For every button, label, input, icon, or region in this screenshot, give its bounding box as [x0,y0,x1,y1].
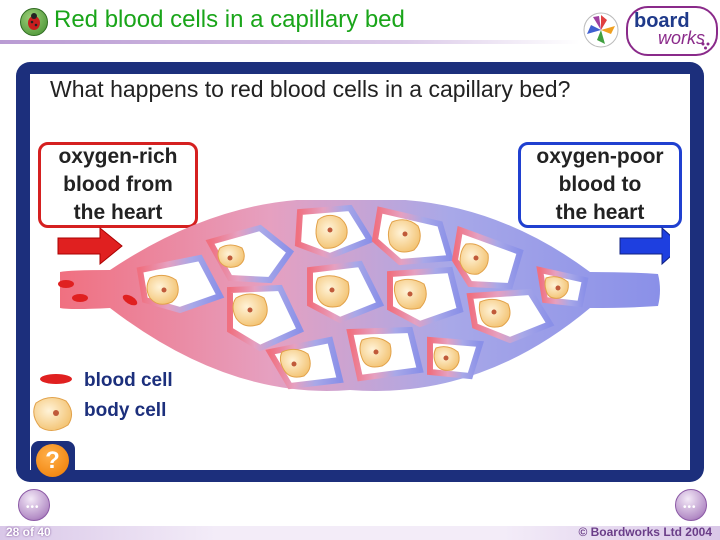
left-box-line-1: oxygen-rich [58,145,178,168]
blood-cell-legend-icon [40,374,72,384]
help-tab[interactable]: ? [31,441,75,481]
oxygen-poor-label-box: oxygen-poor blood to the heart [518,142,682,228]
previous-slide-button[interactable]: ••• [18,489,50,521]
cell-nuclei [161,227,561,367]
pinwheel-logo-icon [583,12,619,48]
previous-dots-icon: ••• [26,502,40,513]
slide-title: Red blood cells in a capillary bed [54,6,405,33]
ladybug-logo-icon [20,8,48,36]
right-box-line-1: oxygen-poor [536,145,664,168]
title-underline [0,40,580,44]
footer-bar [0,526,720,540]
legend-blood-cell-label: blood cell [84,370,173,391]
red-blood-cells [58,280,138,306]
brand-word-bottom: works [658,28,706,48]
boardworks-logo: board works [626,6,718,56]
next-slide-button[interactable]: ••• [675,489,707,521]
copyright-text: © Boardworks Ltd 2004 [578,525,712,539]
capillary-bed-diagram [57,200,670,391]
legend-body-cell-label: body cell [84,400,167,421]
outflow-arrow-icon [619,226,670,266]
brand-dots-icon [701,42,710,50]
next-dots-icon: ••• [683,502,697,513]
slide-question: What happens to red blood cells in a cap… [50,76,571,102]
help-button[interactable]: ? [36,444,69,477]
right-box-line-3: the heart [555,201,645,224]
left-box-line-2: blood from [63,173,173,196]
right-box-line-2: blood to [558,173,642,196]
inflow-arrow-icon [57,226,123,266]
brand-word-top: board [634,10,690,32]
slide-header: Red blood cells in a capillary bed board… [0,0,720,56]
slide-number: 28 of 40 [6,525,51,539]
oxygen-rich-label-box: oxygen-rich blood from the heart [38,142,198,228]
left-box-line-3: the heart [73,201,163,224]
body-cell-legend-icon [33,397,72,431]
